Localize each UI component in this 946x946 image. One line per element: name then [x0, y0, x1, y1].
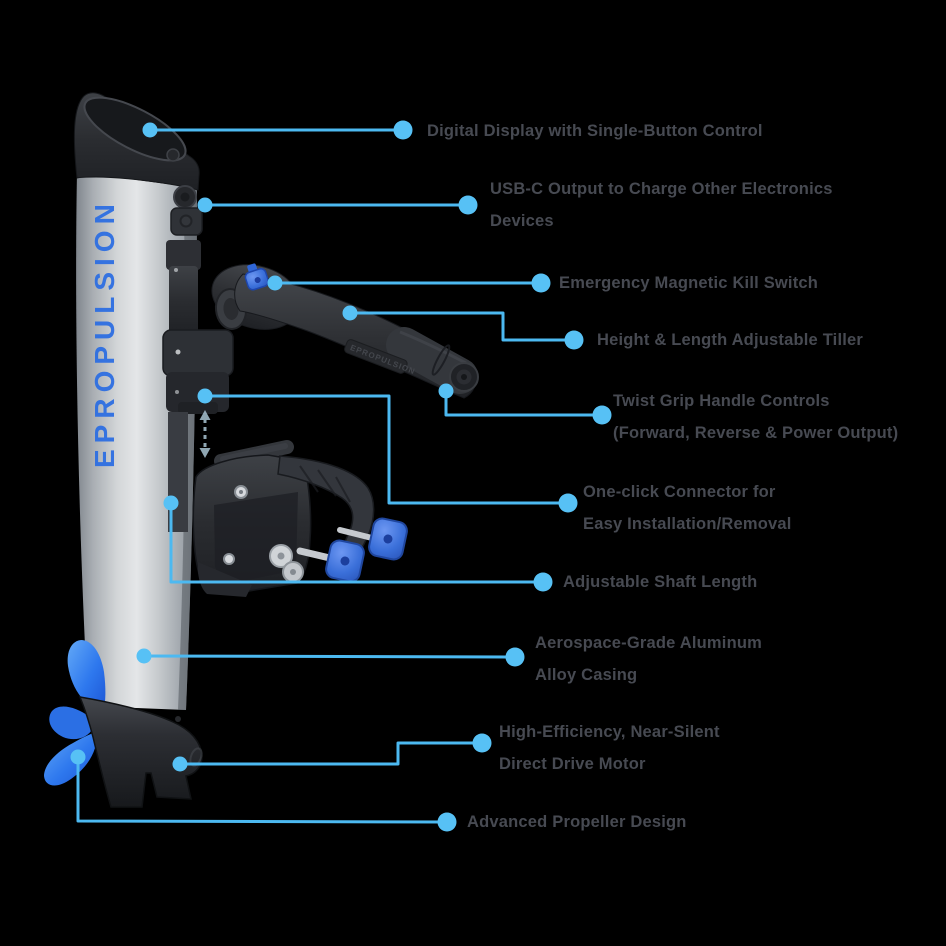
callout-text: Digital Display with Single-Button Contr…	[427, 122, 763, 140]
tiller: EPROPULSION	[211, 263, 479, 399]
callout-dot	[342, 305, 358, 321]
callout-label-5: Twist Grip Handle Controls (Forward, Reve…	[613, 385, 898, 449]
tiller-brand-plate	[344, 339, 408, 374]
clamp-rod	[337, 527, 375, 541]
propeller-blade	[49, 706, 93, 740]
callout-dot	[437, 812, 457, 832]
callout-text: Advanced Propeller Design	[467, 813, 687, 831]
callout-label-2: USB-C Output to Charge Other Electronics…	[490, 173, 833, 237]
single-button	[166, 148, 180, 162]
kill-switch-magnet	[244, 263, 270, 291]
callout-dot	[592, 405, 612, 425]
callout-dot	[197, 197, 213, 213]
callout-dot	[163, 495, 179, 511]
callout-text: Aerospace-Grade Aluminum	[535, 634, 762, 652]
callout-dot	[458, 195, 478, 215]
callout-dot	[142, 122, 158, 138]
clamp-knob	[368, 517, 408, 561]
tiller-mount-bracket	[166, 240, 201, 338]
callout-dot	[472, 733, 492, 753]
clamp-foot	[197, 562, 252, 597]
callout-text: Easy Installation/Removal	[583, 515, 792, 533]
callout-line-9	[180, 741, 482, 766]
callout-line-8	[143, 654, 516, 659]
callout-line-7	[169, 503, 543, 584]
height-adjust-arrow	[199, 410, 211, 458]
callout-text: Emergency Magnetic Kill Switch	[559, 274, 819, 292]
callout-dot	[505, 647, 525, 667]
callout-dot	[533, 572, 553, 592]
callout-text: Height & Length Adjustable Tiller	[597, 331, 864, 349]
one-click-connector	[162, 329, 234, 414]
callout-text: Devices	[490, 212, 554, 230]
callout-text: (Forward, Reverse & Power Output)	[613, 424, 899, 442]
callout-line-6	[205, 394, 568, 505]
brand-text: EPROPULSION	[89, 198, 120, 468]
callout-label-4: Height & Length Adjustable Tiller	[597, 324, 863, 356]
callout-text: High-Efficiency, Near-Silent	[499, 723, 720, 741]
callout-text: Twist Grip Handle Controls	[613, 392, 830, 410]
callout-text: Direct Drive Motor	[499, 755, 646, 773]
transom-clamp	[192, 440, 408, 597]
callout-text: One-click Connector for	[583, 483, 776, 501]
callout-dot	[70, 749, 86, 765]
callout-dot	[172, 756, 188, 772]
callout-label-7: Adjustable Shaft Length	[563, 566, 757, 598]
direct-drive-motor-pod	[78, 696, 203, 808]
callout-dot	[136, 648, 152, 664]
callout-dot	[267, 275, 283, 291]
callout-text: USB-C Output to Charge Other Electronics	[490, 180, 833, 198]
body-screw	[175, 716, 181, 722]
callout-text: Alloy Casing	[535, 666, 638, 684]
digital-display	[83, 96, 187, 162]
usb-c-output	[170, 185, 203, 236]
callout-dot	[531, 273, 551, 293]
top-cap	[73, 92, 200, 191]
callout-dot	[558, 493, 578, 513]
callout-line-4	[350, 311, 574, 342]
callout-text: Adjustable Shaft Length	[563, 573, 758, 591]
aluminum-body-casing	[76, 172, 197, 710]
callout-line-5	[444, 391, 602, 417]
callout-dot	[197, 388, 213, 404]
callout-dot	[393, 120, 413, 140]
propeller-blade	[67, 640, 106, 713]
grip-seam	[431, 344, 451, 376]
callout-line-10	[76, 757, 448, 824]
callout-label-1: Digital Display with Single-Button Contr…	[427, 115, 763, 147]
callout-label-10: Advanced Propeller Design	[467, 806, 687, 838]
callout-dot	[564, 330, 584, 350]
clamp-screw	[223, 553, 235, 565]
callout-dot	[438, 383, 454, 399]
callout-label-3: Emergency Magnetic Kill Switch	[559, 267, 818, 299]
clamp-knob	[325, 539, 365, 583]
